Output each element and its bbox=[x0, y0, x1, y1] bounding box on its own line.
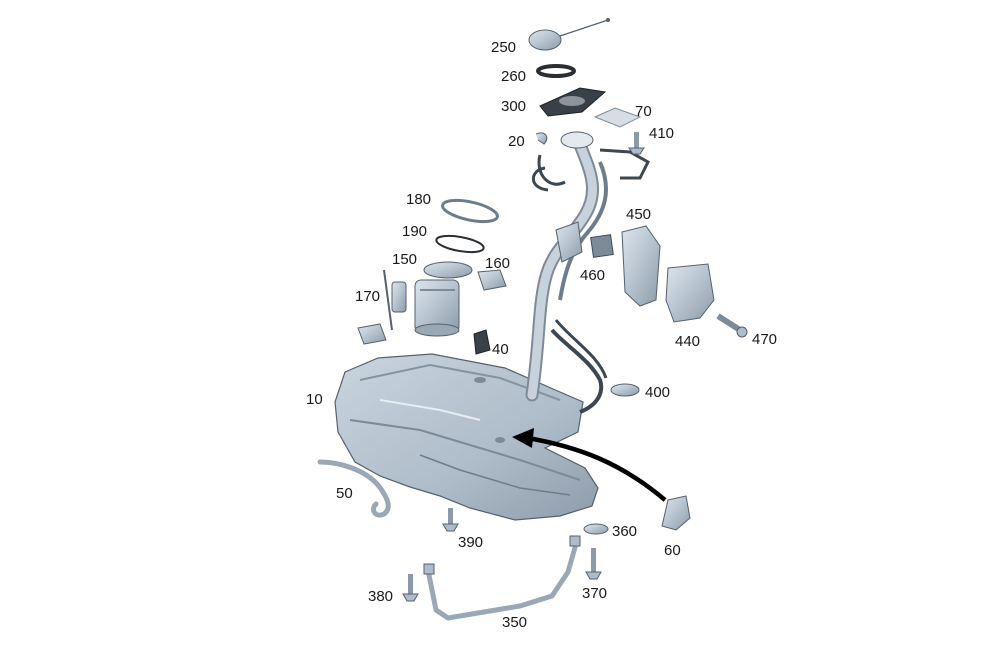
callout-410: 410 bbox=[649, 125, 675, 142]
callout-150: 150 bbox=[392, 251, 418, 268]
filler-pipe bbox=[525, 131, 650, 414]
cover-plate bbox=[593, 107, 642, 128]
fuel-pump-module bbox=[414, 261, 473, 337]
callout-70: 70 bbox=[635, 103, 652, 120]
bolt-370 bbox=[585, 548, 602, 580]
callout-470: 470 bbox=[752, 331, 778, 348]
bolt-470 bbox=[716, 313, 748, 338]
level-sensor bbox=[357, 269, 407, 345]
clip bbox=[535, 132, 548, 145]
seal-ring-190 bbox=[435, 234, 485, 254]
tank-strap-350 bbox=[425, 543, 579, 621]
callout-350: 350 bbox=[502, 614, 528, 631]
callout-300: 300 bbox=[501, 98, 527, 115]
callout-50: 50 bbox=[336, 485, 353, 502]
heat-shield-450 bbox=[621, 225, 661, 307]
bushing-40 bbox=[473, 329, 491, 355]
strap-clip bbox=[423, 563, 435, 575]
callout-390: 390 bbox=[458, 534, 484, 551]
callout-10: 10 bbox=[306, 391, 323, 408]
fuel-tank bbox=[334, 353, 599, 521]
callout-20: 20 bbox=[508, 133, 525, 150]
callout-440: 440 bbox=[675, 333, 701, 350]
seal-ring-180 bbox=[441, 198, 499, 224]
callout-60: 60 bbox=[664, 542, 681, 559]
callout-170: 170 bbox=[355, 288, 381, 305]
callout-180: 180 bbox=[406, 191, 432, 208]
bolt-390 bbox=[442, 508, 459, 532]
bolt-410 bbox=[628, 132, 645, 155]
strap-clip bbox=[569, 535, 581, 547]
washer-400 bbox=[610, 383, 640, 397]
direction-arrow bbox=[512, 428, 667, 502]
strap-50 bbox=[317, 459, 391, 518]
callout-260: 260 bbox=[501, 68, 527, 85]
callout-400: 400 bbox=[645, 384, 671, 401]
callout-450: 450 bbox=[626, 206, 652, 223]
fuel-cap bbox=[528, 18, 610, 51]
callout-250: 250 bbox=[491, 39, 517, 56]
sealing-ring bbox=[536, 64, 576, 78]
callout-380: 380 bbox=[368, 588, 394, 605]
washer-360 bbox=[583, 523, 609, 535]
callout-360: 360 bbox=[612, 523, 638, 540]
pad-460 bbox=[590, 234, 614, 258]
filler-gasket bbox=[539, 87, 607, 117]
heat-shield-440 bbox=[665, 263, 715, 323]
bracket-60 bbox=[661, 495, 691, 531]
callout-190: 190 bbox=[402, 223, 428, 240]
callout-40: 40 bbox=[492, 341, 509, 358]
callout-370: 370 bbox=[582, 585, 608, 602]
callout-160: 160 bbox=[485, 255, 511, 272]
callout-460: 460 bbox=[580, 267, 606, 284]
bolt-380 bbox=[402, 574, 419, 602]
connector-160 bbox=[477, 269, 507, 291]
